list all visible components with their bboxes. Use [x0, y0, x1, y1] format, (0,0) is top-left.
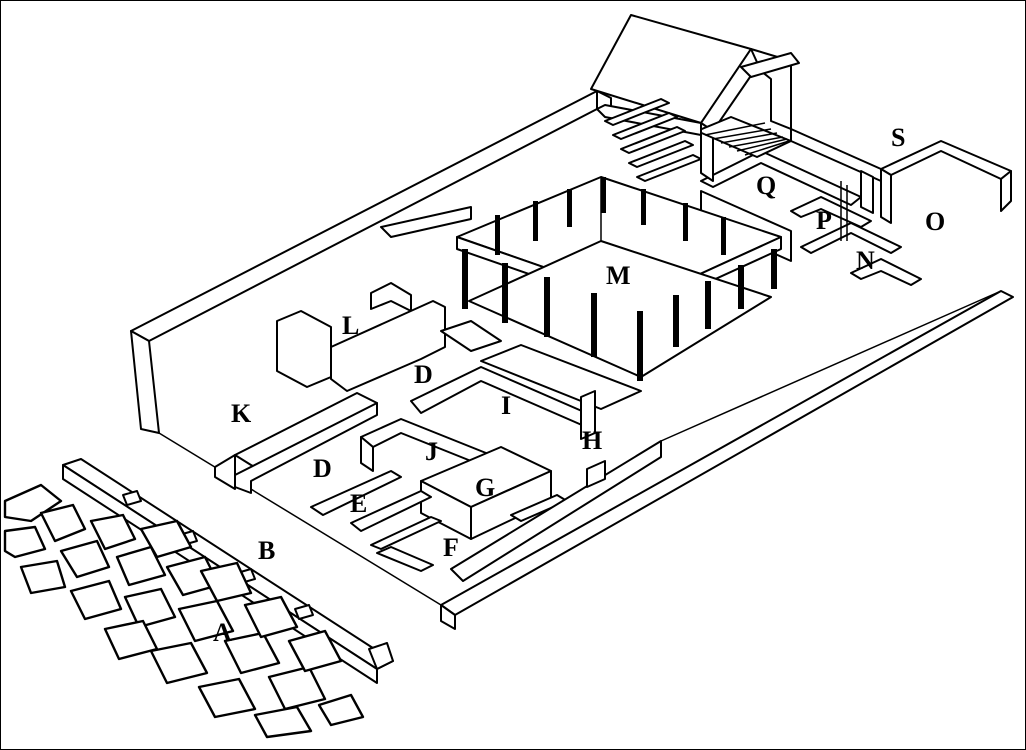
peristyle [456, 176, 782, 381]
room-label-e: E [350, 489, 367, 518]
room-label-o: O [925, 207, 945, 236]
room-label-l: L [342, 311, 359, 340]
columns [462, 177, 777, 381]
room-label-j: J [425, 437, 438, 466]
room-label-i: I [501, 391, 511, 420]
room-label-h: H [582, 426, 602, 455]
roof-beams [380, 98, 702, 238]
room-labels: A B D D E F G H I J K L M N O P Q S [213, 123, 945, 647]
room-label-p: P [816, 206, 832, 235]
room-label-d-lower: D [313, 454, 332, 483]
room-label-n: N [856, 246, 875, 275]
room-label-g: G [475, 473, 495, 502]
room-label-k: K [231, 399, 252, 428]
upper-roof [590, 14, 800, 182]
room-label-a: A [213, 618, 232, 647]
room-label-d-upper: D [414, 360, 433, 389]
room-label-m: M [606, 261, 631, 290]
room-label-b: B [258, 536, 275, 565]
room-label-f: F [443, 533, 459, 562]
room-label-q: Q [756, 171, 776, 200]
interior-walls [214, 282, 662, 582]
room-label-s: S [891, 123, 905, 152]
street-paving [3, 483, 365, 739]
